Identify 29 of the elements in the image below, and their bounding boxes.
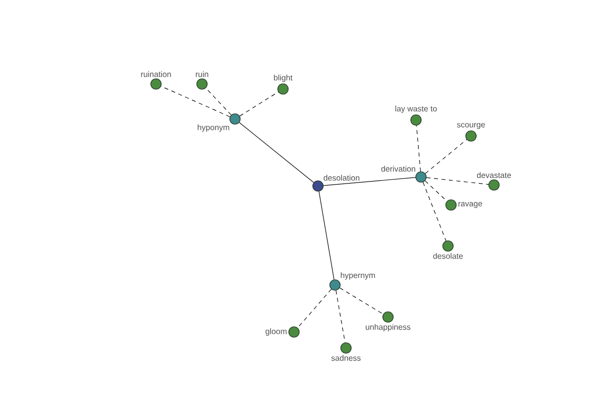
connector-line <box>239 92 279 116</box>
connector-line <box>424 180 448 202</box>
node-label: devastate <box>476 172 511 178</box>
connector-line <box>425 139 468 174</box>
node-label: desolation <box>324 174 360 181</box>
connector-line <box>206 88 232 116</box>
connector-line <box>318 191 334 280</box>
node-label: derivation <box>381 166 416 172</box>
connector-line <box>239 122 314 183</box>
node-label: lay waste to <box>395 106 437 114</box>
connector-line <box>339 288 384 314</box>
node-label: desolate <box>433 252 463 259</box>
node-label: gloom <box>266 328 287 336</box>
node-label: blight <box>274 74 292 82</box>
node-label: scourge <box>457 123 485 130</box>
connector-line <box>323 177 416 186</box>
connector-line <box>160 86 230 118</box>
connector-line <box>416 125 421 172</box>
node-label: unhappiness <box>366 324 410 332</box>
node-label: ruination <box>141 71 171 78</box>
node-label: hyponym <box>198 124 230 132</box>
node-label: ruin <box>196 71 208 78</box>
connector-line <box>297 288 332 328</box>
node-label: sadness <box>331 354 361 361</box>
node-label: ravage <box>458 202 482 208</box>
connector-line <box>426 177 489 185</box>
connector-line <box>422 182 446 242</box>
node-label: hypernym <box>340 272 375 280</box>
connector-line <box>336 290 346 343</box>
